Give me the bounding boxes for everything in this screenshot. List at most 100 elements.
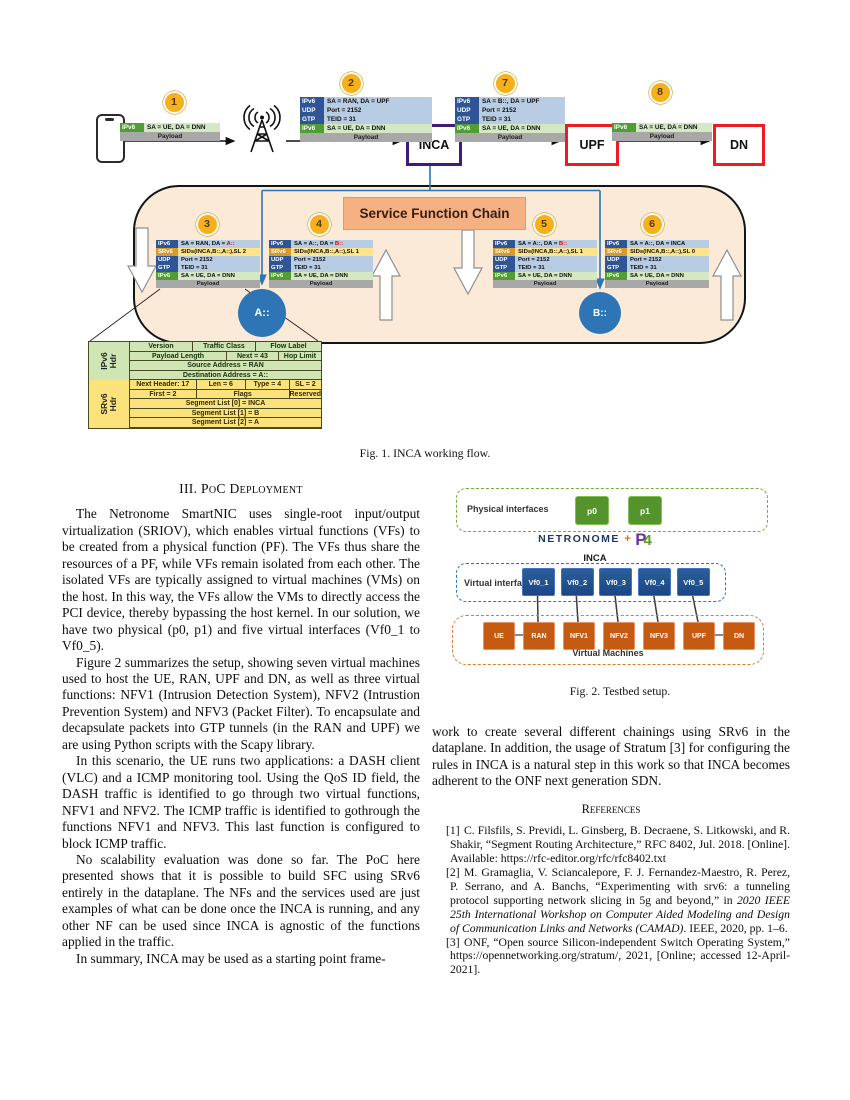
packet-payload-cell: Payload — [455, 133, 565, 142]
packet-row-payload: Payload — [156, 280, 260, 288]
header-table-row: Segment List [1] = B — [130, 408, 321, 418]
packet-proto-label: SRv6 — [269, 248, 291, 256]
virtual-interface-Vf0_1: Vf0_1 — [522, 568, 555, 596]
virtual-machine-NFV2: NFV2 — [603, 622, 635, 650]
virtual-interface-Vf0_4: Vf0_4 — [638, 568, 672, 596]
step-badge-6: 6 — [640, 212, 664, 236]
packet-proto-label: GTP — [455, 115, 479, 124]
virtual-machine-NFV3: NFV3 — [643, 622, 675, 650]
header-table-cell: Flow Label — [254, 342, 321, 352]
step-badge-1: 1 — [162, 90, 186, 114]
figure1-caption: Fig. 1. INCA working flow. — [359, 446, 491, 460]
packet-field-value: Port = 2152 — [178, 256, 260, 264]
packet-field-value: SIDs(INCA,B::,A::),SL 1 — [291, 248, 373, 256]
header-table-row: Segment List [0] = INCA — [130, 399, 321, 409]
virtual-interfaces-label: Virtual interfaces — [464, 578, 537, 588]
packet-proto-label: UDP — [156, 256, 178, 264]
packet-field-value: TEID = 31 — [178, 264, 260, 272]
virtual-interface-Vf0_5: Vf0_5 — [676, 568, 710, 596]
reference-venue-italic: 2020 IEEE 25th International Workshop on… — [450, 893, 791, 935]
packet-payload-cell: Payload — [605, 280, 709, 288]
packet-field-value: SA = A::, DA = B:: — [291, 240, 373, 248]
virtual-interface-Vf0_2: Vf0_2 — [560, 568, 594, 596]
packet-payload-cell: Payload — [300, 133, 432, 142]
packet-payload-cell: Payload — [120, 132, 220, 141]
packet-field-value: TEID = 31 — [479, 115, 565, 124]
packet-payload-cell: Payload — [612, 132, 712, 141]
packet-row-payload: Payload — [455, 133, 565, 142]
header-table-row: Source Address = RAN — [130, 361, 321, 371]
packet-field-value: TEID = 31 — [324, 115, 432, 124]
packet-field-value: Port = 2152 — [291, 256, 373, 264]
packet-field-value: SA = UE, DA = DNN — [515, 272, 597, 280]
upf-node: UPF — [565, 124, 619, 166]
header-table-cell: Segment List [2] = A — [130, 418, 321, 428]
packet-field-value: SA = UE, DA = DNN — [144, 123, 220, 132]
packet-field-value: Port = 2152 — [324, 106, 432, 115]
virtual-machines-box — [452, 615, 764, 665]
packet-proto-label: GTP — [605, 264, 627, 272]
flow-block-arrows — [126, 227, 743, 321]
header-table-cell: Segment List [0] = INCA — [130, 399, 321, 409]
virtual-machines-label: Virtual Machines — [572, 648, 644, 658]
inca-label: INCA — [583, 553, 607, 564]
header-table-cell: Segment List [1] = B — [130, 408, 321, 418]
reference-label: [2] — [446, 865, 460, 879]
zoom-line-left — [89, 288, 161, 342]
packet-proto-label: IPv6 — [612, 123, 636, 132]
virtual-machine-DN: DN — [723, 622, 755, 650]
packet-field-value: TEID = 31 — [627, 264, 709, 272]
plus-sign: + — [624, 533, 631, 545]
section-heading: III. PoC Deployment — [179, 481, 303, 496]
packet-field-red-value: B:: — [334, 241, 344, 247]
header-section-label: SRv6 Hdr — [99, 393, 118, 415]
packet-field-red-value: A:: — [226, 241, 235, 247]
header-table-cell: First = 2 — [130, 389, 196, 399]
packet-field-value: SA = RAN, DA = A:: — [178, 240, 260, 248]
header-table-row: Segment List [2] = A — [130, 418, 321, 428]
packet-row-payload: Payload — [493, 280, 597, 288]
packet-field-value: SA = UE, DA = DNN — [636, 123, 712, 132]
left-column: III. PoC Deployment The Netronome SmartN… — [62, 481, 420, 967]
reference-item: [3]ONF, “Open source Silicon-independent… — [432, 936, 790, 978]
packet-proto-label: IPv6 — [300, 97, 324, 106]
block-arrow-down-left — [126, 227, 158, 294]
references-heading: References — [581, 801, 641, 816]
header-table-cell: Next Header: 17 — [130, 380, 196, 390]
packet-row-payload: Payload — [269, 280, 373, 288]
packet-field-value: SIDs(INCA,B::,A::),SL 2 — [178, 248, 260, 256]
step-badge-4: 4 — [307, 212, 331, 236]
header-table-cell: Source Address = RAN — [130, 361, 321, 371]
block-arrow-up-right — [711, 248, 743, 321]
packet-proto-label: IPv6 — [156, 240, 178, 248]
packet-field-value: TEID = 31 — [515, 264, 597, 272]
packet-field-value: SA = B::, DA = UPF — [479, 97, 565, 106]
virtual-machine-UPF: UPF — [683, 622, 715, 650]
packet-proto-label: SRv6 — [493, 248, 515, 256]
header-section-label-cell: SRv6 Hdr — [89, 380, 130, 428]
virtual-interfaces-box — [456, 563, 726, 602]
header-table-cell: Traffic Class — [191, 342, 255, 352]
packet-proto-label: UDP — [269, 256, 291, 264]
physical-port-p0: p0 — [575, 496, 609, 525]
